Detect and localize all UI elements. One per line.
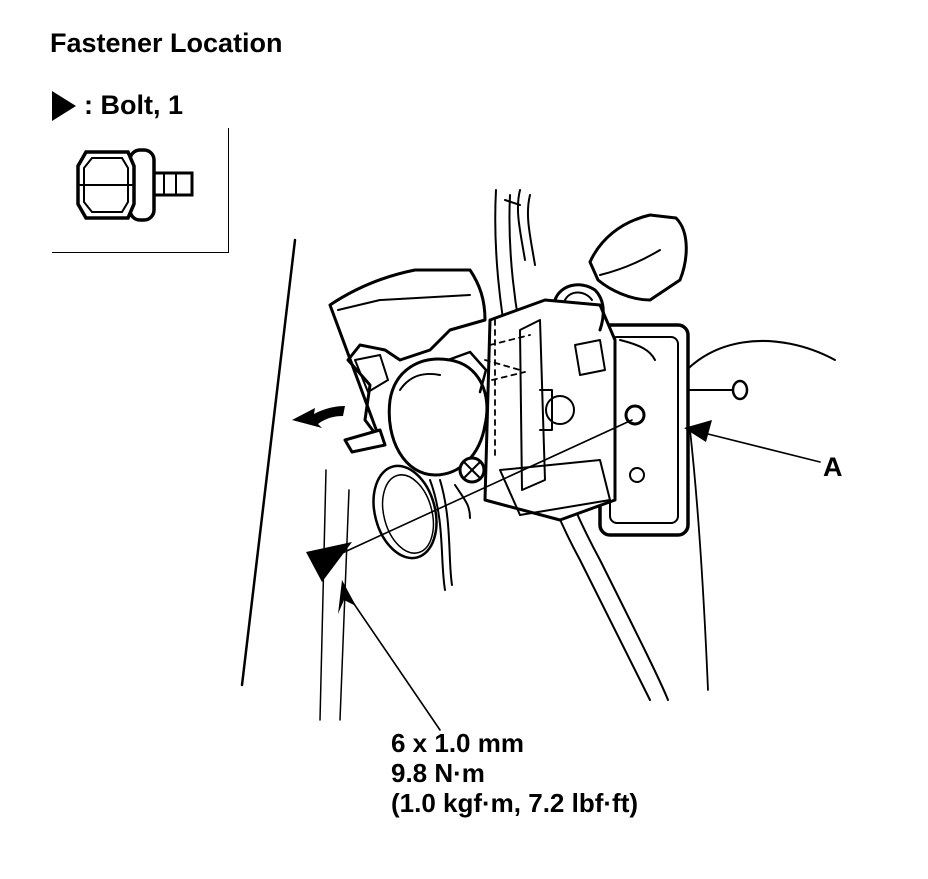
black-triangle-icon (52, 90, 76, 121)
torque-specification: 6 x 1.0 mm 9.8 N·m (1.0 kgf·m, 7.2 lbf·f… (391, 728, 638, 818)
bolt-size-text: 6 x 1.0 mm (391, 728, 524, 758)
torque-alt-units-text: (1.0 kgf·m, 7.2 lbf·ft) (391, 788, 639, 818)
fastener-legend: : Bolt, 1 (52, 90, 183, 121)
bolt-illustration-box (52, 128, 229, 253)
bolt-location-arrow (306, 542, 352, 582)
diagram-title: Fastener Location (50, 28, 283, 58)
flange-bolt-icon (76, 148, 194, 222)
bolt-legend-label: : Bolt, 1 (84, 90, 183, 120)
removal-direction-arrow (292, 406, 345, 428)
callout-a-label: A (823, 452, 843, 482)
torque-nm-text: 9.8 N·m (391, 758, 485, 788)
